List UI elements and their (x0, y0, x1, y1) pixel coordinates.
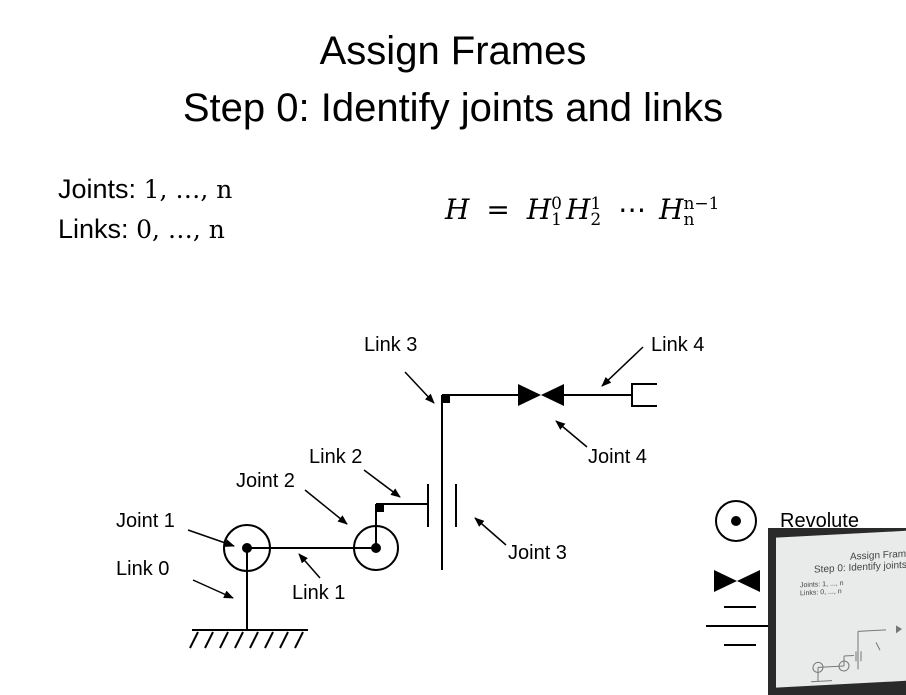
joints-range: 1, …, n (143, 175, 233, 204)
formula-dots: ⋯ (618, 193, 647, 226)
label-link2: Link 2 (309, 446, 362, 468)
link4-gripper (564, 383, 657, 407)
formula-term1-sup: 0 (551, 193, 562, 214)
label-joint1: Joint 1 (116, 510, 175, 532)
label-link3: Link 3 (364, 334, 417, 356)
formula-equals: = (486, 193, 510, 226)
link3-bar (441, 394, 520, 570)
slide-title-line2: Step 0: Identify joints and links (182, 86, 724, 130)
label-link4: Link 4 (651, 334, 704, 356)
annotation-arrows (187, 346, 644, 599)
links-definition: Links: 0, …, n (58, 213, 225, 246)
joints-definition: Joints: 1, …, n (58, 173, 232, 206)
link2-bar (375, 503, 428, 548)
legend-revolute-label: Revolute (780, 510, 859, 532)
links-label: Links: (58, 214, 129, 244)
formula-term3-sub: n (683, 209, 695, 230)
formula-term2: H (565, 193, 591, 226)
formula-term3-sup: n−1 (683, 193, 720, 214)
legend-bowtie-icon (714, 570, 760, 592)
formula-lhs: H (445, 193, 470, 226)
slide-title-line1: Assign Frames (319, 29, 587, 73)
joint4-bowtie-icon (518, 384, 564, 406)
formula-term2-sub: 2 (590, 209, 602, 230)
joints-label: Joints: (58, 174, 137, 204)
label-link0: Link 0 (116, 558, 169, 580)
joint3-prismatic-icon (427, 484, 457, 527)
formula-term1-sub: 1 (551, 209, 562, 230)
label-joint4: Joint 4 (588, 446, 647, 468)
formula-term3: H (659, 193, 684, 226)
thumbnail-slide: Assign Frame Step 0: Identify joints Joi… (776, 530, 906, 688)
formula-term2-sup: 1 (590, 193, 602, 214)
legend-revolute-icon (715, 500, 757, 542)
legend-prismatic-icon (706, 606, 768, 646)
label-joint3: Joint 3 (508, 542, 567, 564)
links-range: 0, …, n (136, 215, 225, 244)
thumb-diagram (811, 625, 902, 683)
label-joint2: Joint 2 (236, 470, 295, 492)
ground-base (189, 629, 308, 649)
formula-term1: H (526, 193, 552, 226)
presenter-video-thumbnail: Assign Frame Step 0: Identify joints Joi… (768, 528, 906, 695)
label-link1: Link 1 (292, 582, 345, 604)
